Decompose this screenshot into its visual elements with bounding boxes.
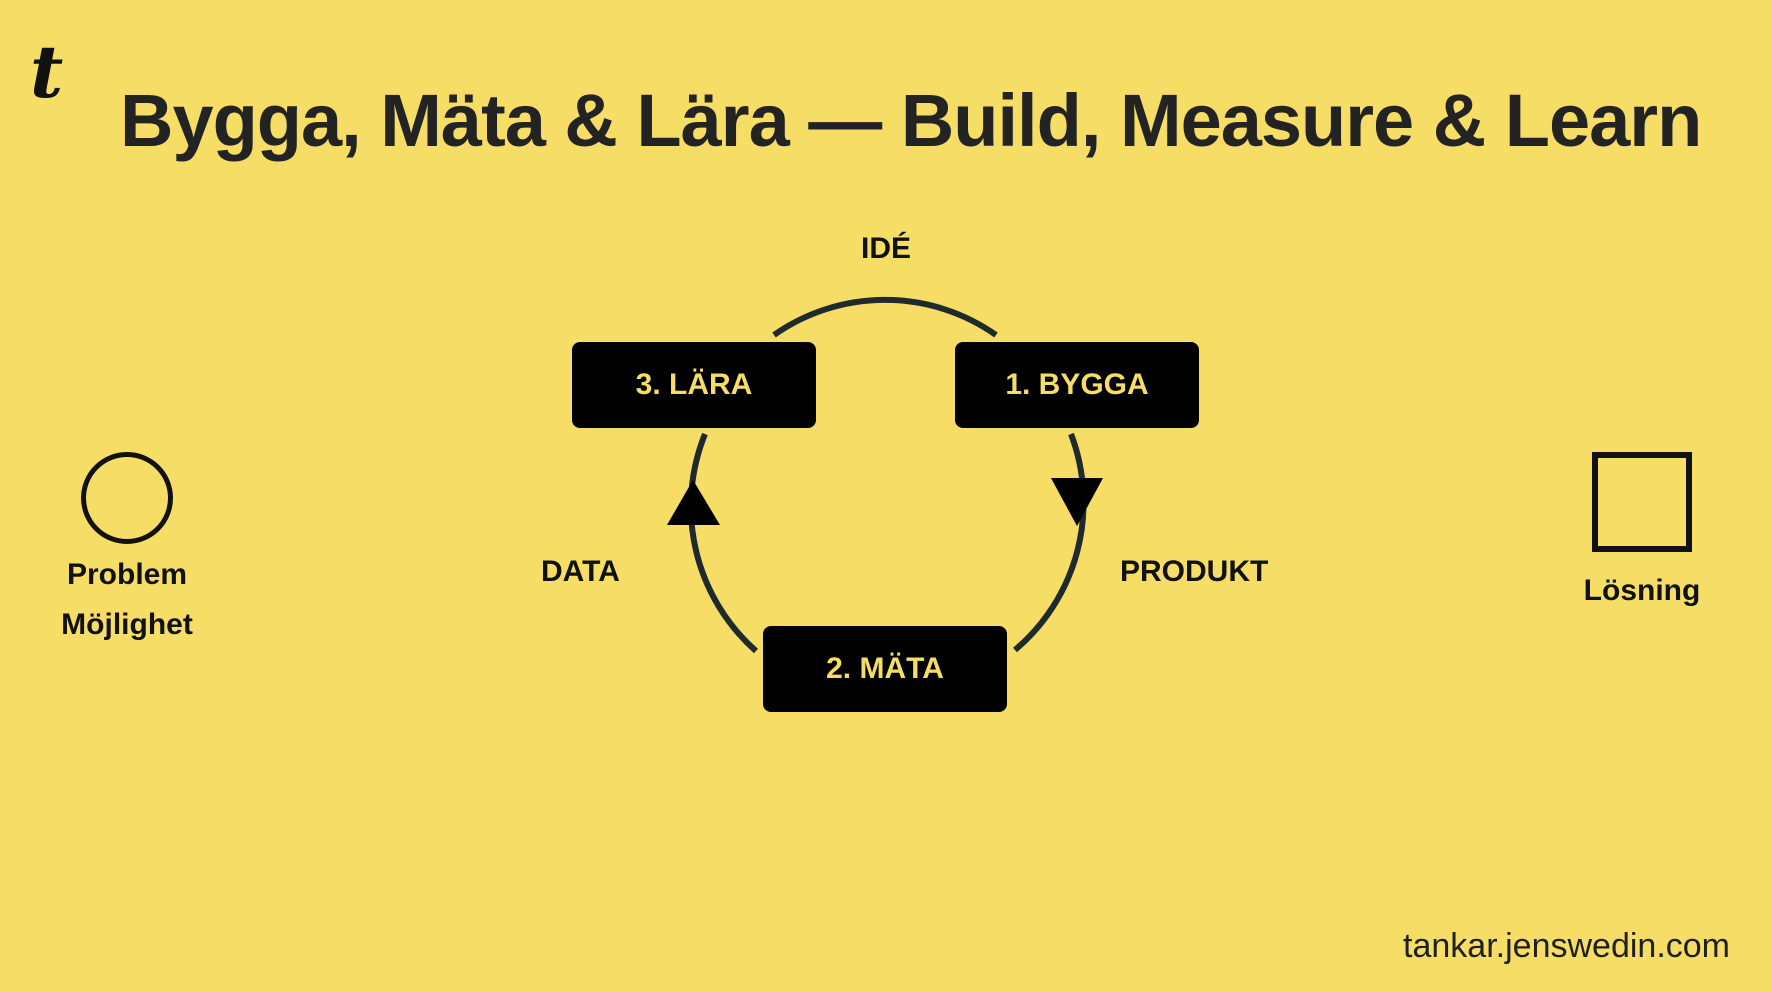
- cycle-arc-right: [1013, 432, 1087, 653]
- cycle-label-idea: IDÉ: [861, 232, 912, 265]
- arrow-up-icon: [667, 480, 720, 525]
- step-build: 1. BYGGA: [955, 342, 1199, 428]
- page-title: Bygga, Mäta & Lära — Build, Measure & Le…: [120, 79, 1702, 162]
- cycle-label-data: DATA: [541, 555, 620, 588]
- square-icon: [1592, 452, 1692, 552]
- cycle-arc-top: [772, 296, 998, 338]
- solution-item: Lösning: [1572, 452, 1712, 616]
- cycle-label-product: PRODUKT: [1120, 555, 1269, 588]
- cycle-arc-left: [687, 432, 758, 654]
- arrow-down-icon: [1051, 478, 1103, 526]
- step-measure: 2. MÄTA: [763, 626, 1007, 712]
- footer-url: tankar.jenswedin.com: [1403, 927, 1730, 965]
- opportunity-label: Möjlighet: [61, 607, 193, 641]
- step-learn: 3. LÄRA: [572, 342, 816, 428]
- problem-item: Problem Möjlighet: [50, 452, 204, 649]
- logo-icon: t: [30, 29, 64, 114]
- circle-icon: [81, 452, 173, 544]
- solution-label: Lösning: [1583, 574, 1701, 607]
- problem-label: Problem: [66, 558, 188, 591]
